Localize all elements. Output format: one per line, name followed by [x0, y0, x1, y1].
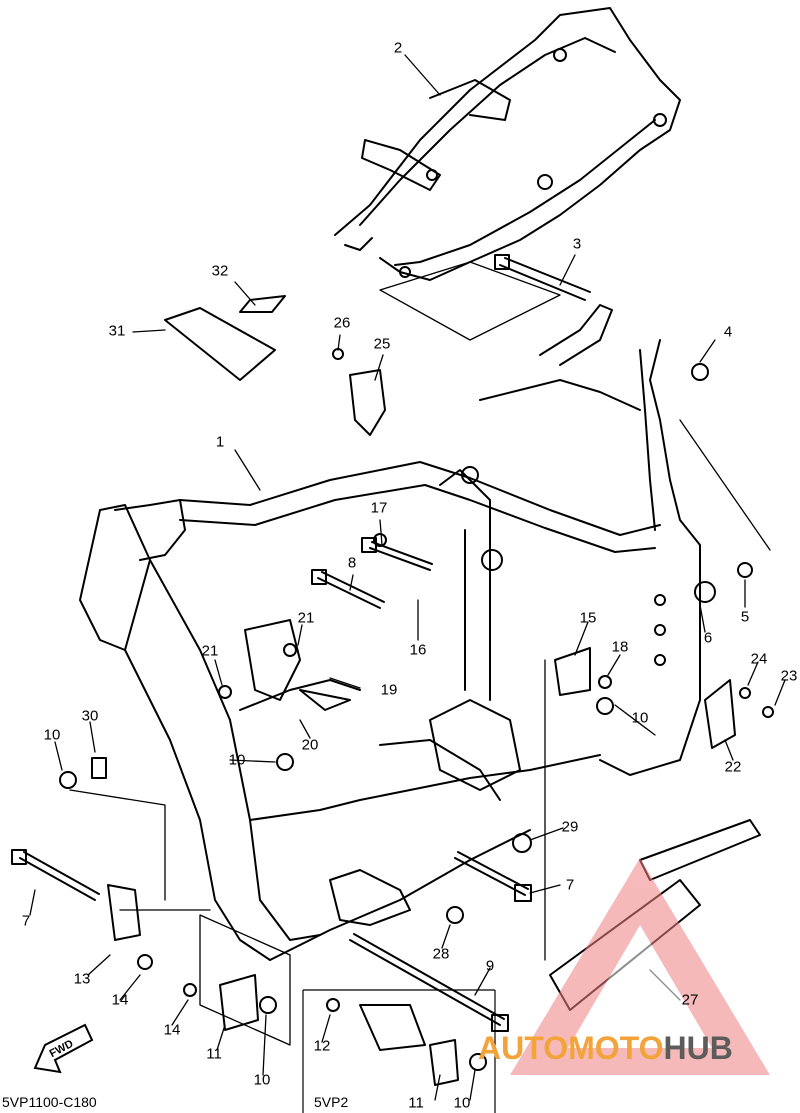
callout-11-b: 11	[408, 1094, 424, 1112]
callout-32: 32	[211, 262, 229, 280]
variant-code: 5VP2	[314, 1094, 349, 1110]
callout-12: 12	[313, 1037, 331, 1055]
callout-10-a: 10	[631, 709, 649, 727]
callout-1: 1	[215, 433, 225, 451]
callout-14-a: 14	[111, 991, 129, 1009]
callout-21-b: 21	[201, 642, 219, 660]
callout-22: 22	[724, 758, 742, 776]
diagram-code: 5VP1100-C180	[2, 1094, 97, 1110]
callout-leader-lines	[29, 54, 786, 1101]
callout-8: 8	[347, 554, 357, 572]
callout-2: 2	[393, 39, 403, 57]
callout-20: 20	[301, 736, 319, 754]
callout-17: 17	[370, 499, 388, 517]
callout-11-a: 11	[206, 1045, 222, 1063]
watermark-logo: AUTOMOTOHUB	[478, 1030, 733, 1067]
callout-25: 25	[373, 335, 391, 353]
callout-29: 29	[561, 818, 579, 836]
watermark-triangle-icon	[510, 858, 770, 1075]
watermark-part2: MOTO	[568, 1030, 664, 1066]
callout-16: 16	[409, 641, 427, 659]
callout-7-a: 7	[565, 876, 575, 894]
callout-24: 24	[750, 650, 768, 668]
callout-9: 9	[485, 957, 495, 975]
callout-27: 27	[681, 991, 699, 1009]
callout-21-a: 21	[297, 609, 315, 627]
callout-10-e: 10	[453, 1094, 471, 1112]
rear-subframe-part	[334, 7, 681, 281]
callout-10-c: 10	[43, 726, 61, 744]
variant-box-border	[302, 989, 496, 1113]
callout-13: 13	[73, 970, 91, 988]
callout-31: 31	[108, 322, 126, 340]
callout-30: 30	[81, 707, 99, 725]
callout-14-b: 14	[163, 1021, 181, 1039]
bolt-parts	[11, 254, 591, 1032]
callout-4: 4	[723, 323, 733, 341]
callout-18: 18	[611, 638, 629, 656]
callout-26: 26	[333, 314, 351, 332]
callout-15: 15	[579, 609, 597, 627]
fwd-arrow-icon	[33, 1023, 94, 1074]
callout-3: 3	[572, 235, 582, 253]
callout-6: 6	[703, 629, 713, 647]
callout-10-b: 10	[228, 751, 246, 769]
callout-5: 5	[740, 608, 750, 626]
assembly-outline-lines	[69, 261, 771, 1046]
main-frame-part	[79, 304, 701, 961]
watermark-part1: AUTO	[478, 1030, 569, 1066]
callout-7-b: 7	[21, 912, 31, 930]
callout-19: 19	[380, 681, 398, 699]
watermark-part3: HUB	[663, 1030, 733, 1066]
callout-23: 23	[780, 667, 798, 685]
callout-28: 28	[432, 945, 450, 963]
callout-10-d: 10	[253, 1071, 271, 1089]
